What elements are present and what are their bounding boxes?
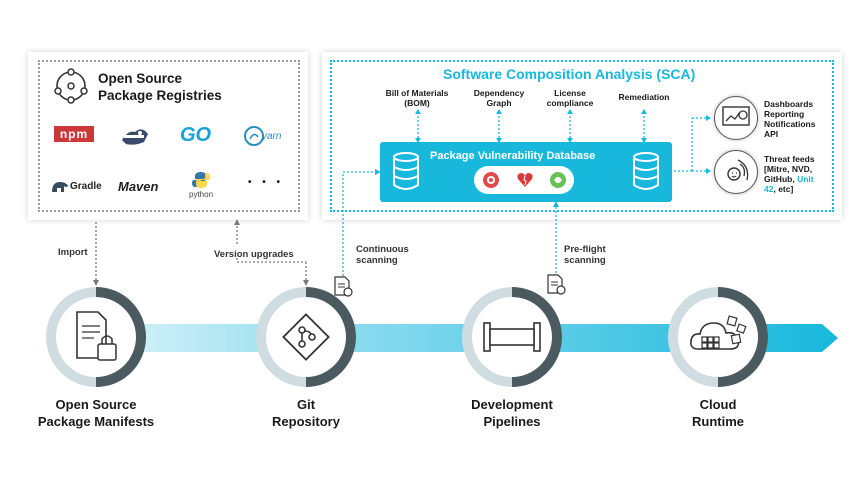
cloud-boxes-icon bbox=[690, 315, 747, 350]
document-lock-icon bbox=[76, 311, 117, 361]
stage-manifests-line2: Package Manifests bbox=[37, 414, 155, 429]
feature-remediation: Remediation bbox=[604, 92, 684, 102]
stage-git-circle bbox=[256, 287, 356, 387]
output-reporting: Reporting bbox=[764, 109, 805, 119]
threat-feeds-github: GitHub, bbox=[764, 174, 798, 184]
feature-dependency-line2: Graph bbox=[486, 98, 512, 108]
preflight-line1: Pre-flight bbox=[564, 244, 606, 255]
registries-title: Open Source Package Registries bbox=[98, 70, 222, 104]
stage-git-line1: Git bbox=[296, 397, 316, 412]
threat-feeds-42: 42 bbox=[764, 184, 774, 194]
registries-title-line1: Open Source bbox=[98, 71, 183, 86]
continuous-line1: Continuous bbox=[356, 244, 409, 255]
go-logo: GO bbox=[180, 124, 212, 146]
feature-remediation-line1: Remediation bbox=[618, 92, 670, 102]
feature-connectors bbox=[415, 109, 647, 143]
preflight-line2: scanning bbox=[564, 255, 606, 266]
network-globe-icon bbox=[54, 68, 88, 104]
stage-pipelines-line1: Development bbox=[471, 397, 553, 412]
output-dashboards: Dashboards bbox=[764, 99, 814, 109]
registries-panel-border bbox=[38, 60, 300, 212]
python-logo-text: python bbox=[189, 190, 214, 199]
threat-feeds-line2: [Mitre, NVD, bbox=[764, 164, 813, 174]
feature-license-line1: License bbox=[554, 88, 586, 98]
stage-manifests-label: Open Source Package Manifests bbox=[20, 396, 172, 430]
maven-logo: Maven bbox=[118, 179, 159, 194]
heartbleed-icon bbox=[517, 173, 533, 187]
import-label: Import bbox=[58, 247, 88, 258]
timeline-arrow bbox=[60, 324, 838, 352]
stage-cloud-line1: Cloud bbox=[699, 397, 737, 412]
database-icon bbox=[633, 152, 659, 190]
threat-signal-icon bbox=[727, 159, 749, 181]
yarn-logo-text: yarn bbox=[262, 131, 282, 142]
gradle-elephant-icon bbox=[52, 182, 68, 192]
output-api: API bbox=[764, 129, 779, 139]
version-upgrades-label: Version upgrades bbox=[214, 249, 294, 260]
threat-feeds-etc: , etc] bbox=[773, 184, 794, 194]
feature-license-line2: compliance bbox=[546, 98, 594, 108]
database-icon bbox=[393, 152, 419, 190]
database-title: Package Vulnerability Database bbox=[430, 150, 596, 162]
feature-dependency-line1: Dependency bbox=[473, 88, 525, 98]
feature-dependency-graph: Dependency Graph bbox=[462, 88, 536, 108]
sca-title: Software Composition Analysis (SCA) bbox=[443, 66, 696, 82]
threat-feeds-text: Threat feeds [Mitre, NVD, GitHub, Unit 4… bbox=[764, 154, 815, 194]
threat-feeds-line4: 42, etc] bbox=[764, 184, 815, 194]
stage-git-label: Git Repository bbox=[246, 396, 366, 430]
threat-feeds-unit: Unit bbox=[797, 174, 814, 184]
registries-title-line2: Package Registries bbox=[98, 88, 222, 103]
continuous-scanning-label: Continuous scanning bbox=[356, 244, 409, 266]
sca-panel-border bbox=[330, 60, 834, 212]
more-registries-ellipsis: • • • bbox=[248, 177, 285, 188]
dashboard-chart-icon bbox=[722, 106, 750, 126]
bug-source-icon bbox=[483, 172, 499, 188]
preflight-scanning-label: Pre-flight scanning bbox=[564, 244, 606, 266]
threat-feeds-line1: Threat feeds bbox=[764, 154, 815, 164]
stage-pipelines-label: Development Pipelines bbox=[452, 396, 572, 430]
feature-bom: Bill of Materials (BOM) bbox=[378, 88, 456, 108]
pipeline-icon bbox=[483, 322, 541, 352]
threat-feeds-output bbox=[714, 150, 758, 194]
shield-source-icon bbox=[550, 172, 566, 188]
output-notifications: Notifications bbox=[764, 119, 816, 129]
continuous-line2: scanning bbox=[356, 255, 398, 266]
perl-logo-icon bbox=[122, 129, 148, 145]
threat-feeds-line3: GitHub, Unit bbox=[764, 174, 815, 184]
outputs-connector bbox=[674, 115, 711, 174]
stage-cloud-line2: Runtime bbox=[692, 414, 744, 429]
document-scan-icon bbox=[334, 276, 353, 297]
stage-cloud-label: Cloud Runtime bbox=[658, 396, 778, 430]
dashboard-output-text: Dashboards Reporting Notifications API bbox=[764, 99, 815, 139]
git-branch-icon bbox=[282, 313, 330, 361]
gradle-logo: Gradle bbox=[70, 181, 102, 192]
stage-manifests-line1: Open Source bbox=[55, 397, 137, 412]
python-logo-icon bbox=[192, 172, 210, 188]
document-scan-icon bbox=[547, 274, 566, 295]
stage-pipelines-line2: Pipelines bbox=[483, 414, 541, 429]
npm-logo: npm bbox=[54, 126, 94, 142]
feature-bom-line1: Bill of Materials bbox=[385, 88, 449, 98]
stage-git-line2: Repository bbox=[272, 414, 340, 429]
feature-bom-line2: (BOM) bbox=[404, 98, 430, 108]
feature-license-compliance: License compliance bbox=[534, 88, 606, 108]
yarn-logo-icon bbox=[244, 126, 264, 146]
